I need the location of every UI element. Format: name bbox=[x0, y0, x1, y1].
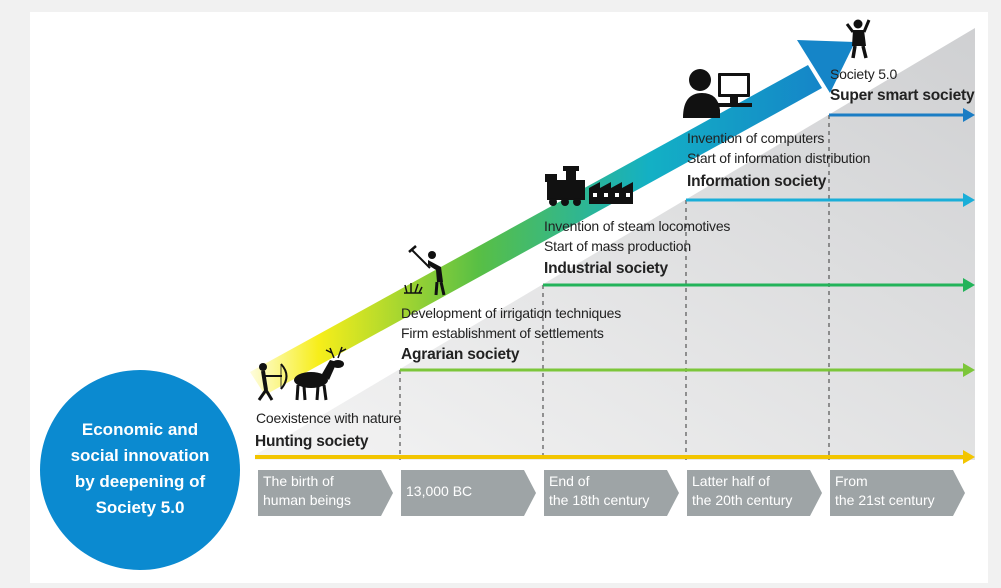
farmer-icon bbox=[404, 245, 446, 296]
era-box bbox=[258, 470, 393, 516]
era-label-21st-century: From the 21st century bbox=[835, 472, 935, 510]
era-timeline bbox=[258, 470, 965, 516]
era-label-13000bc: 13,000 BC bbox=[406, 482, 472, 501]
industrial-description-1: Invention of steam locomotives bbox=[544, 218, 731, 234]
information-society-line bbox=[686, 193, 975, 207]
era-label-line: the 20th century bbox=[692, 492, 793, 508]
hunting-society-line bbox=[255, 450, 975, 464]
era-label-line: 13,000 BC bbox=[406, 483, 473, 499]
agrarian-description-2: Firm establishment of settlements bbox=[401, 325, 604, 341]
agrarian-society-label: Agrarian society bbox=[401, 346, 520, 363]
arrowhead-icon bbox=[963, 193, 975, 207]
agrarian-society-line bbox=[400, 363, 975, 377]
deer-icon bbox=[294, 346, 347, 401]
era-label-line: the 21st century bbox=[835, 492, 935, 508]
era-label-line: End of bbox=[549, 473, 590, 489]
era-label-line: human beings bbox=[263, 492, 351, 508]
industrial-description-2: Start of mass production bbox=[544, 238, 691, 254]
era-label-line: Latter half of bbox=[692, 473, 770, 489]
hunting-description: Coexistence with nature bbox=[256, 410, 401, 426]
summary-circle bbox=[40, 370, 240, 570]
cheering-person-icon bbox=[845, 19, 871, 59]
era-label-birth: The birth of human beings bbox=[263, 472, 351, 510]
hunter-icon bbox=[257, 363, 288, 401]
arrowhead-icon bbox=[963, 108, 975, 122]
progress-arrow bbox=[250, 40, 855, 395]
information-description-2: Start of information distribution bbox=[687, 150, 871, 166]
agrarian-description-1: Development of irrigation techniques bbox=[401, 305, 622, 321]
super-smart-society-label: Super smart society bbox=[830, 87, 975, 104]
super-smart-society-line bbox=[829, 108, 975, 122]
computer-user-icon bbox=[683, 69, 752, 118]
era-dividers bbox=[399, 115, 830, 460]
information-description-1: Invention of computers bbox=[687, 130, 825, 146]
era-label-line: the 18th century bbox=[549, 492, 650, 508]
arrowhead-icon bbox=[963, 278, 975, 292]
era-label-line: From bbox=[835, 473, 868, 489]
era-box bbox=[687, 470, 822, 516]
era-label-line: The birth of bbox=[263, 473, 334, 489]
society-lines bbox=[255, 108, 975, 464]
arrowhead-icon bbox=[963, 363, 975, 377]
arrowhead-icon bbox=[963, 450, 975, 464]
industrial-society-line bbox=[543, 278, 975, 292]
steam-locomotive-icon bbox=[545, 166, 585, 206]
summary-circle-text: Economic and social innovation by deepen… bbox=[70, 420, 210, 517]
hunting-society-label: Hunting society bbox=[255, 433, 369, 450]
society-5-label: Society 5.0 bbox=[830, 66, 898, 82]
progress-backdrop bbox=[255, 28, 975, 460]
era-label-18th-century: End of the 18th century bbox=[549, 472, 649, 510]
era-box bbox=[830, 470, 965, 516]
era-box bbox=[544, 470, 679, 516]
factory-icon bbox=[589, 182, 633, 204]
industrial-society-label: Industrial society bbox=[544, 260, 668, 277]
era-box bbox=[401, 470, 536, 516]
era-label-20th-century: Latter half of the 20th century bbox=[692, 472, 792, 510]
information-society-label: Information society bbox=[687, 173, 827, 190]
